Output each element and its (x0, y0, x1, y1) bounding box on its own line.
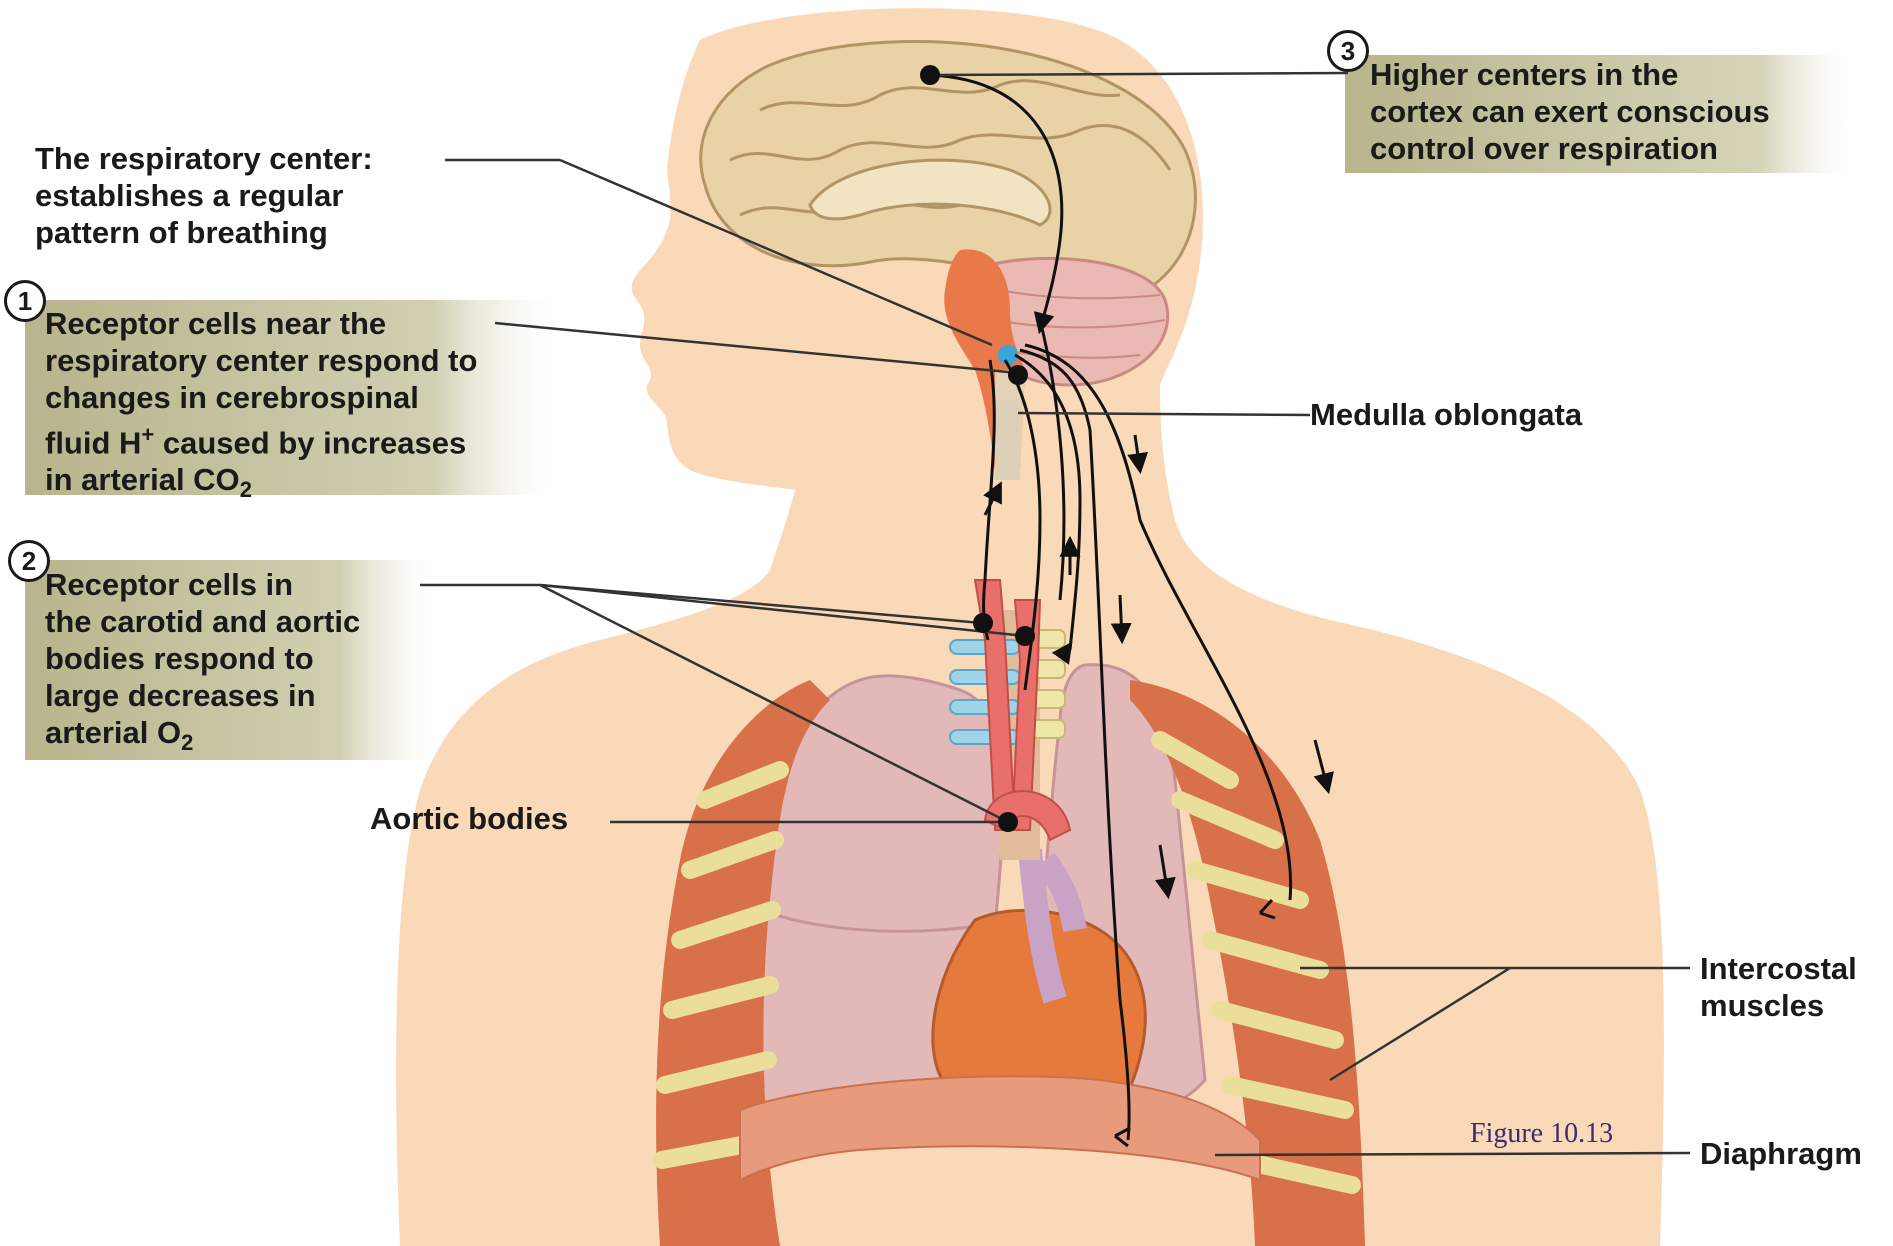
intercostal-line-1: Intercostal (1700, 950, 1857, 987)
figure-caption: Figure 10.13 (1470, 1118, 1613, 1150)
step-1-line-4: fluid H+ caused by increases (45, 416, 477, 461)
step-2-marker: 2 (8, 540, 50, 582)
intercostal-line-2: muscles (1700, 987, 1857, 1024)
medulla-receptor-dot (1008, 365, 1028, 385)
respiratory-center-line-2: establishes a regular (35, 177, 373, 214)
step-1-line-1: Receptor cells near the (45, 305, 477, 342)
step-3-marker: 3 (1327, 30, 1369, 72)
step-3-line-3: control over respiration (1370, 130, 1770, 167)
aortic-body-dot (998, 812, 1018, 832)
step-2-text: Receptor cells in the carotid and aortic… (45, 566, 360, 761)
step-3-line-1: Higher centers in the (1370, 56, 1770, 93)
respiratory-center-line-1: The respiratory center: (35, 140, 373, 177)
step-2-line-3: bodies respond to (45, 640, 360, 677)
step-1-text: Receptor cells near the respiratory cent… (45, 305, 477, 509)
step-1-line-3: changes in cerebrospinal (45, 379, 477, 416)
step-1-line-5: in arterial CO2 (45, 461, 477, 508)
step-2-line-1: Receptor cells in (45, 566, 360, 603)
intercostal-muscles-label: Intercostal muscles (1700, 950, 1857, 1024)
carotid-body-dot-1 (973, 613, 993, 633)
step-1-line-2: respiratory center respond to (45, 342, 477, 379)
step-3-line-2: cortex can exert conscious (1370, 93, 1770, 130)
step-2-line-4: large decreases in (45, 677, 360, 714)
step-2-line-2: the carotid and aortic (45, 603, 360, 640)
step-3-text: Higher centers in the cortex can exert c… (1370, 56, 1770, 167)
diaphragm-label: Diaphragm (1700, 1135, 1862, 1172)
cortex-dot (920, 65, 940, 85)
respiratory-center-line-3: pattern of breathing (35, 214, 373, 251)
medulla-oblongata-label: Medulla oblongata (1310, 396, 1582, 433)
aortic-bodies-label: Aortic bodies (370, 800, 568, 837)
carotid-body-dot-2 (1015, 626, 1035, 646)
respiratory-center-label: The respiratory center: establishes a re… (35, 140, 373, 251)
step-1-marker: 1 (4, 280, 46, 322)
step-2-line-5: arterial O2 (45, 714, 360, 761)
